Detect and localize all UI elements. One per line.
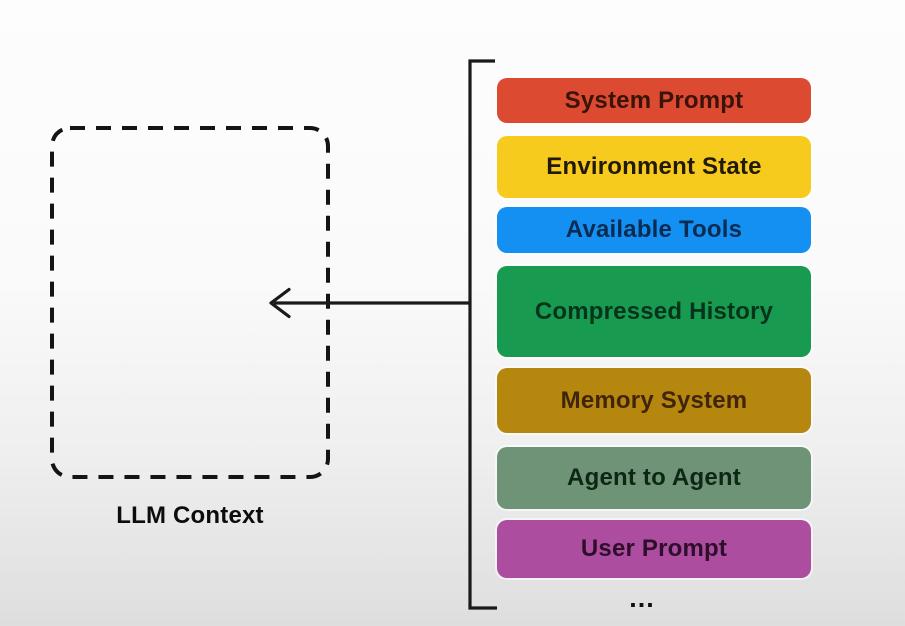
stack-item-label: Environment State [546,153,762,180]
stack-item-label: Agent to Agent [567,464,741,491]
arrow-head-icon [269,287,291,319]
stack-item-memory-system: Memory System [497,368,811,433]
stack-item-system-prompt: System Prompt [497,78,811,123]
stack-item-agent-to-agent: Agent to Agent [497,447,811,509]
stack-item-user-prompt: User Prompt [497,520,811,578]
stack-item-label: Available Tools [565,216,743,243]
stack-item-compressed-history: Compressed History [497,266,811,357]
stack-item-available-tools: Available Tools [497,207,811,253]
stack-item-label: Memory System [560,386,748,414]
stack-item-environment-state: Environment State [497,136,811,198]
llm-context-label: LLM Context [116,502,264,529]
stack-item-label: User Prompt [580,535,728,562]
stack-item-label: Compressed History [534,297,774,325]
stack-ellipsis: ... [629,583,655,613]
stack-bracket [468,59,497,610]
stack-item-label: System Prompt [564,86,744,114]
